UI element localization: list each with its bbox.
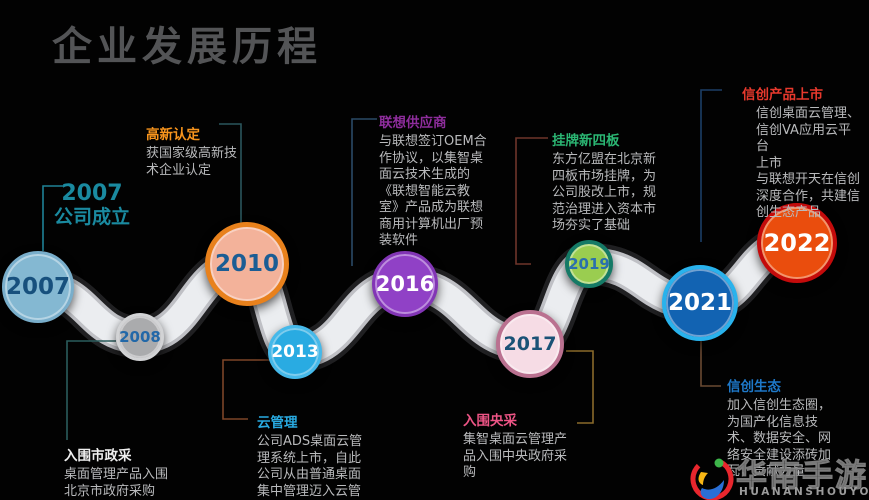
watermark-logo-icon [690,457,734,500]
milestone-body: 信创桌面云管理、 信创VA应用云平台 上市 与联想开天在信创 深度合作，共建信 … [756,106,861,220]
milestone-yunguanli: 云管理 公司ADS桌面云管 理系统上市，自此 公司从由普通桌面 集中管理迈入云管 [257,411,375,500]
milestone-lianxiang: 联想供应商 与联想签订OEM合 作协议，以集智桌 面云技术生成的 《联想智能云教… [379,111,487,250]
node-year-label: 2008 [119,328,161,346]
milestone-gaoxin: 高新认定 获国家级高新技 术企业认定 [146,123,258,179]
timeline-node-2017: 2017 [496,310,564,378]
founding-year: 2007 [61,181,123,206]
milestone-header: 信创生态 [727,379,781,395]
connector-founding [42,185,64,251]
node-year-label: 2016 [375,272,435,296]
timeline-node-2016: 2016 [372,251,438,317]
founding-text: 公司成立 [53,206,130,228]
node-year-label: 2010 [214,251,279,277]
milestone-header: 挂牌新四板 [552,133,620,149]
milestone-body: 东方亿盟在北京新 四板市场挂牌，为 公司股改上市，规 范治理进入资本市 场夯实了… [552,152,657,233]
connector-yangcai [566,350,594,424]
milestone-body: 获国家级高新技 术企业认定 [146,146,238,178]
milestone-header: 信创产品上市 [742,87,823,103]
connector-yunguanli [222,359,278,420]
milestone-body: 桌面管理产品入围 北京市政府采购 [64,467,169,499]
milestone-body: 加入信创生态圈， 为国产化信息技 术、数据安全、网 络安全建设添砖加 瓦，贡献力… [727,398,832,479]
milestone-yangcai: 入围央采 集智桌面云管理产 品入围中央政府采 购 [463,409,581,482]
connector-gaoxin [219,123,242,229]
milestone-body: 公司ADS桌面云管 理系统上市，自此 公司从由普通桌面 集中管理迈入云管 [257,434,363,499]
connector-shengtai [700,341,721,387]
watermark-romanized: HUANANSHOUYOUWANG [739,486,869,498]
milestone-header: 云管理 [257,415,298,431]
page-title: 企业发展历程 [52,24,322,70]
milestone-header: 高新认定 [146,127,200,143]
connector-lianxiang [351,118,377,266]
node-year-label: 2019 [568,255,610,273]
milestone-xinchuang-product: 信创产品上市 信创桌面云管理、 信创VA应用云平台 上市 与联想开天在信创 深度… [742,83,860,222]
node-year-label: 2021 [667,290,732,316]
milestone-body: 与联想签订OEM合 作协议，以集智桌 面云技术生成的 《联想智能云教 室》产品成… [379,134,487,248]
milestone-guapai: 挂牌新四板 东方亿盟在北京新 四板市场挂牌，为 公司股改上市，规 范治理进入资本… [552,129,664,235]
timeline-node-2019: 2019 [565,240,613,288]
node-year-label: 2013 [271,342,319,362]
milestone-body: 集智桌面云管理产 品入围中央政府采 购 [463,432,568,480]
milestone-header: 入围市政采 [64,448,132,464]
node-year-label: 2007 [5,274,70,300]
milestone-header: 联想供应商 [379,115,447,131]
milestone-shizhengcai: 入围市政采 桌面管理产品入围 北京市政府采购 [64,444,182,500]
node-year-label: 2022 [763,229,831,257]
connector-guapai [515,137,548,265]
timeline-node-2008: 2008 [116,313,164,361]
timeline-node-2007: 2007 [2,251,74,323]
timeline-node-2013: 2013 [268,325,322,379]
milestone-header: 入围央采 [463,413,517,429]
milestone-shengtai: 信创生态 加入信创生态圈， 为国产化信息技 术、数据安全、网 络安全建设添砖加 … [727,375,849,481]
connector-xinchuang-product [700,89,722,242]
timeline-node-2010: 2010 [205,222,289,306]
timeline-node-2021: 2021 [662,265,738,341]
node-year-label: 2017 [503,333,557,355]
timeline-node-2022: 2022 [757,203,837,283]
connector-shizhengcai [66,340,116,440]
founding-label: 2007 公司成立 [45,181,139,229]
watermark-name: 华南手游网 [736,458,868,495]
